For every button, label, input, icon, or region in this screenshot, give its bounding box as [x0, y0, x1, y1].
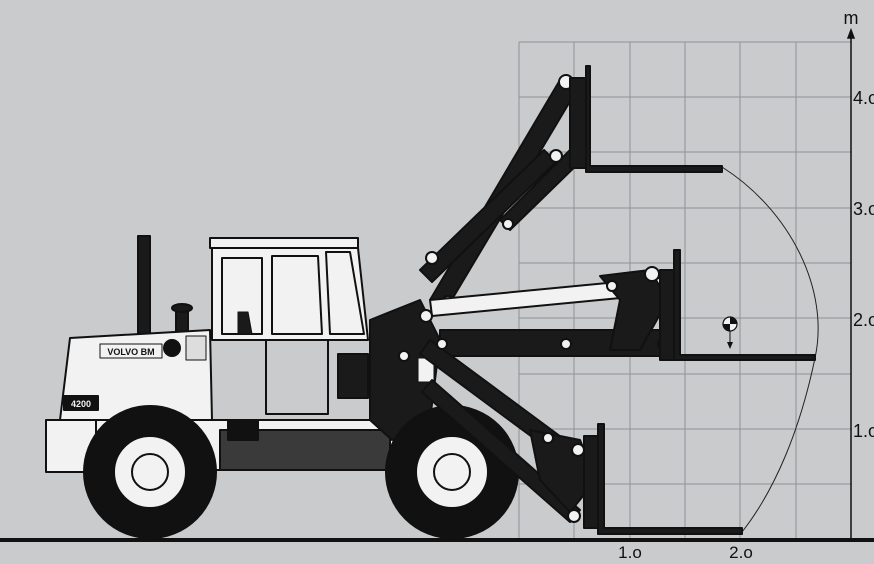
y-tick-label: 2.o — [853, 310, 874, 330]
front-wheel — [385, 405, 519, 539]
fork-low — [597, 423, 743, 535]
brand-text: VOLVO BM — [107, 347, 154, 357]
boom-low — [419, 339, 743, 535]
x-tick-label: 1.o — [618, 543, 642, 562]
air-intake-cap — [171, 303, 193, 313]
fuel-cap — [163, 339, 181, 357]
unit-label: m — [844, 8, 859, 28]
brand-plate — [99, 343, 163, 359]
cab-window-door — [271, 255, 323, 335]
wheel-loader: VOLVO BM 4200 — [45, 65, 816, 539]
cab-window-front — [325, 251, 365, 335]
boom-high — [419, 65, 723, 309]
fork-high — [585, 65, 723, 173]
exhaust-pipe — [137, 235, 151, 337]
axis-labels: m 1.o 2.o 3.o 4.o 1.o 2.o — [618, 8, 874, 562]
center-of-gravity-icon — [722, 316, 738, 349]
seat — [237, 311, 253, 335]
y-tick-label: 4.o — [853, 88, 874, 108]
rear-wheel — [83, 405, 217, 539]
y-tick-label: 3.o — [853, 199, 874, 219]
control-box — [337, 353, 369, 399]
vertical-axis — [846, 27, 856, 540]
model-badge — [63, 395, 99, 411]
boom-mid — [429, 249, 816, 361]
reach-arc — [721, 166, 819, 533]
model-text: 4200 — [71, 399, 91, 409]
steps — [227, 419, 259, 441]
fork-mid — [673, 249, 816, 361]
y-tick-label: 1.o — [853, 421, 874, 441]
cab-roof — [209, 237, 359, 249]
x-tick-label: 2.o — [729, 543, 753, 562]
grille — [185, 335, 207, 361]
cab-window-rear — [221, 257, 263, 335]
cab-door — [265, 340, 329, 415]
